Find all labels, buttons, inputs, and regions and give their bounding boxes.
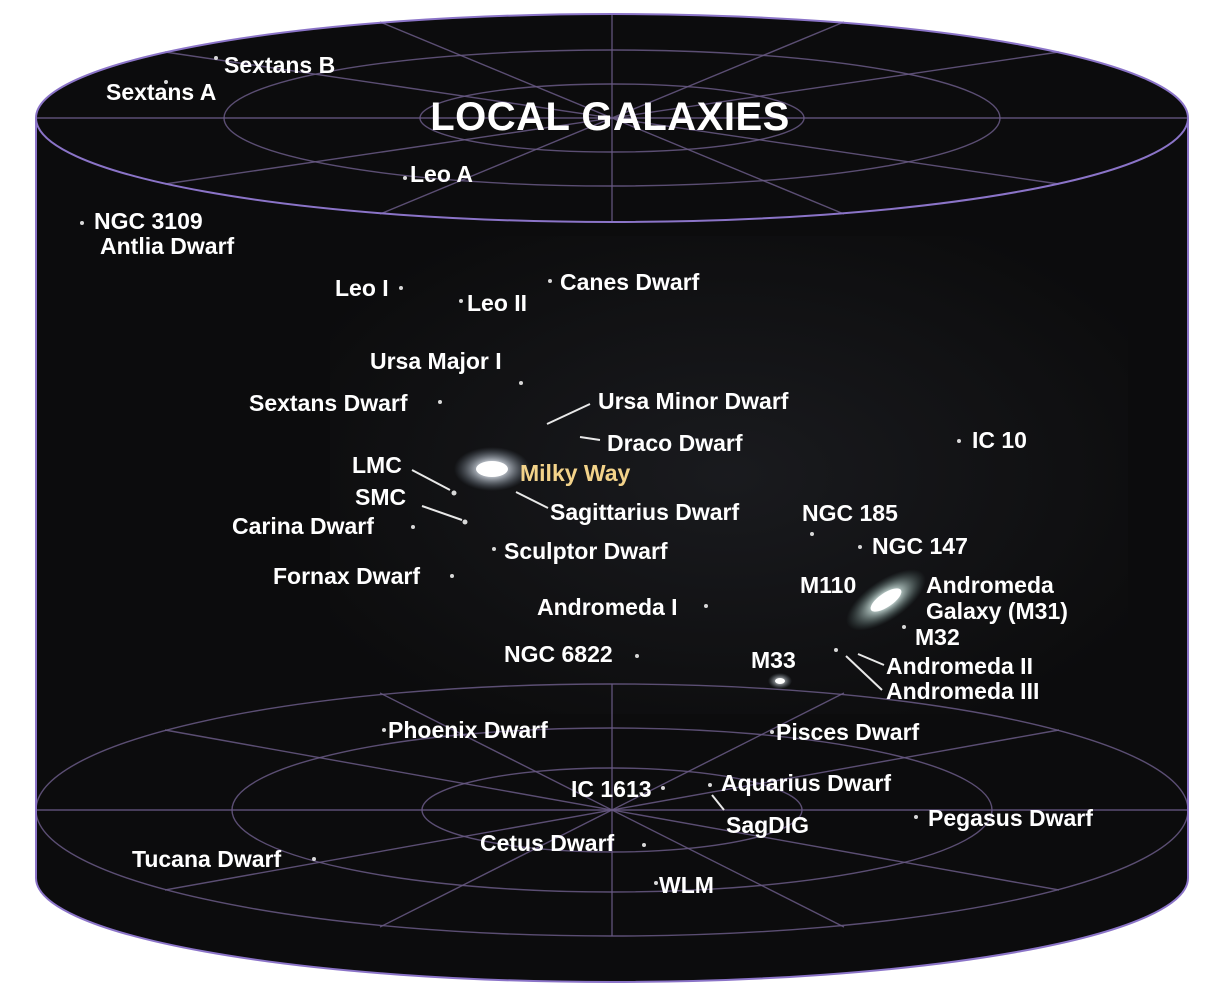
label-cetus-dwarf: Cetus Dwarf xyxy=(480,830,615,856)
label-pisces-dwarf: Pisces Dwarf xyxy=(776,719,920,745)
label-ursa-minor-dwarf: Ursa Minor Dwarf xyxy=(598,388,789,414)
label-sextans-a: Sextans A xyxy=(106,79,216,105)
label-sagittarius-dwarf: Sagittarius Dwarf xyxy=(550,499,739,525)
label-m32: M32 xyxy=(915,624,960,650)
label-lmc: LMC xyxy=(352,452,402,478)
label-sagdig: SagDIG xyxy=(726,812,809,838)
label-phoenix-dwarf: Phoenix Dwarf xyxy=(388,717,548,743)
cylinder-bottom-rim xyxy=(35,877,1189,983)
galaxy-dots xyxy=(80,56,961,885)
label-andromeda-galaxy-line2: Galaxy (M31) xyxy=(926,598,1068,624)
label-wlm: WLM xyxy=(659,872,714,898)
label-ngc-6822: NGC 6822 xyxy=(504,641,613,667)
label-m33: M33 xyxy=(751,647,796,673)
label-carina-dwarf: Carina Dwarf xyxy=(232,513,374,539)
label-ngc-185: NGC 185 xyxy=(802,500,898,526)
label-canes-dwarf: Canes Dwarf xyxy=(560,269,700,295)
andromeda-image xyxy=(846,569,926,631)
label-ic-10: IC 10 xyxy=(972,427,1027,453)
label-milky-way: Milky Way xyxy=(520,460,631,486)
label-ic-1613: IC 1613 xyxy=(571,776,652,802)
starfield-panel xyxy=(330,236,1128,714)
label-draco-dwarf: Draco Dwarf xyxy=(607,430,743,456)
label-ursa-major-i: Ursa Major I xyxy=(370,348,502,374)
label-aquarius-dwarf: Aquarius Dwarf xyxy=(721,770,891,796)
label-pegasus-dwarf: Pegasus Dwarf xyxy=(928,805,1093,831)
m33-image xyxy=(768,673,792,689)
label-andromeda-iii: Andromeda III xyxy=(886,678,1039,704)
leader-lines xyxy=(411,403,885,811)
label-smc: SMC xyxy=(355,484,406,510)
diagram-title: LOCAL GALAXIES xyxy=(430,95,790,139)
label-andromeda-galaxy-line1: Andromeda xyxy=(926,572,1054,598)
label-sextans-dwarf: Sextans Dwarf xyxy=(249,390,408,416)
label-m110: M110 xyxy=(800,572,856,598)
label-leo-a: Leo A xyxy=(410,161,473,187)
galaxy-labels: Sextans B Sextans A Leo A NGC 3109 Antli… xyxy=(94,52,1093,898)
label-sextans-b: Sextans B xyxy=(224,52,335,78)
label-fornax-dwarf: Fornax Dwarf xyxy=(273,563,420,589)
label-antlia-dwarf: Antlia Dwarf xyxy=(100,233,235,259)
label-ngc-147: NGC 147 xyxy=(872,533,968,559)
label-tucana-dwarf: Tucana Dwarf xyxy=(132,846,281,872)
label-sculptor-dwarf: Sculptor Dwarf xyxy=(504,538,668,564)
label-leo-i: Leo I xyxy=(335,275,389,301)
label-andromeda-ii: Andromeda II xyxy=(886,653,1033,679)
label-ngc-3109: NGC 3109 xyxy=(94,208,203,234)
label-leo-ii: Leo II xyxy=(467,290,527,316)
milky-way-image xyxy=(454,447,530,491)
label-andromeda-i: Andromeda I xyxy=(537,594,678,620)
